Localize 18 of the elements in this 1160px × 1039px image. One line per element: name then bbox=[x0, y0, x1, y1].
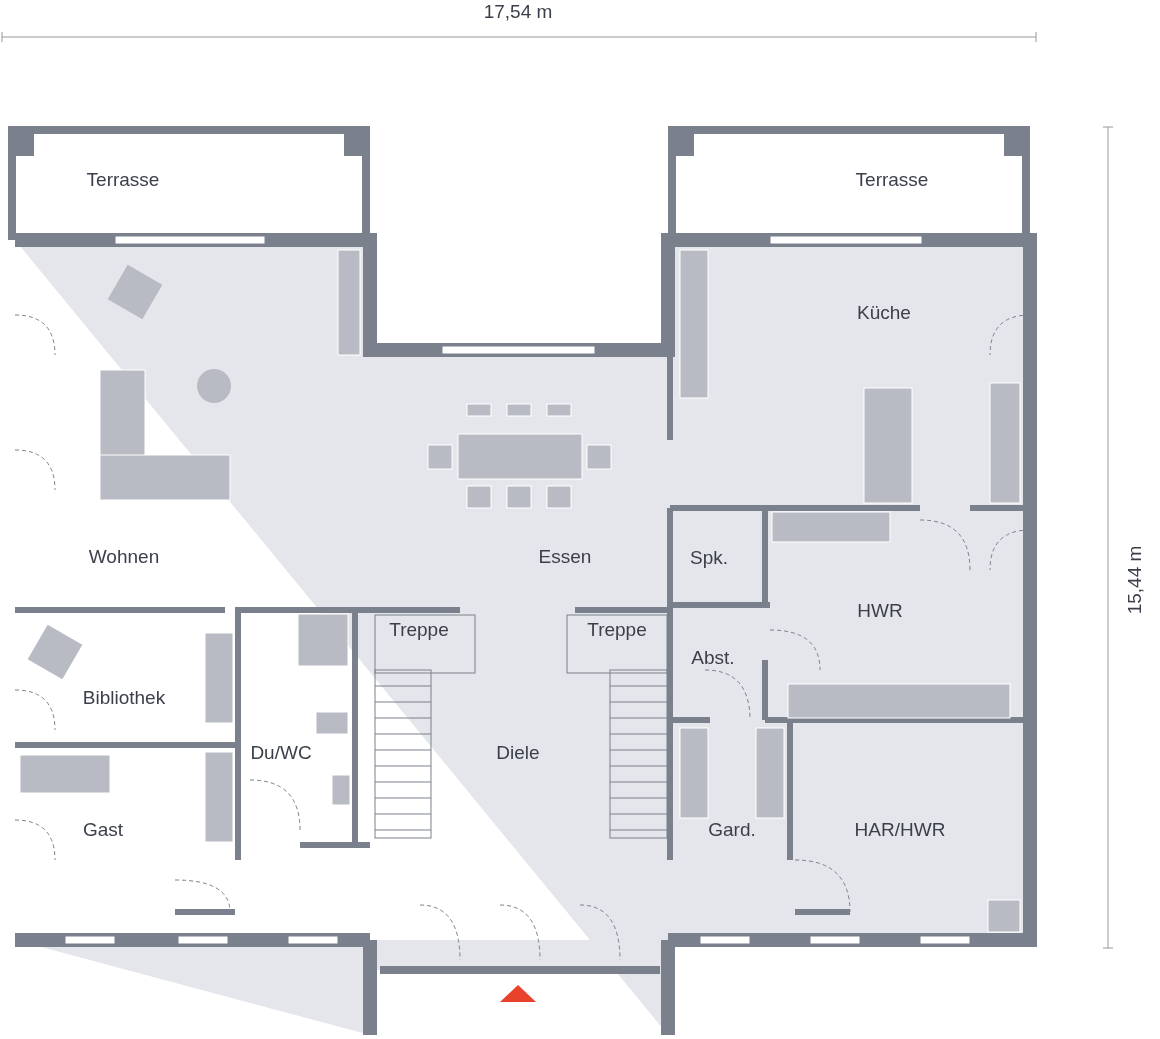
room-label: Essen bbox=[538, 546, 592, 568]
room-label: Gard. bbox=[708, 819, 756, 841]
room-label: Spk. bbox=[690, 547, 728, 569]
dimension-label: 15,44 m bbox=[1124, 545, 1146, 615]
room-label: Küche bbox=[857, 302, 911, 324]
room-label: Abst. bbox=[691, 647, 735, 669]
dimension-label: 17,54 m bbox=[483, 1, 553, 23]
room-label: Terrasse bbox=[855, 169, 929, 191]
room-label: HAR/HWR bbox=[854, 819, 946, 841]
room-label: Gast bbox=[82, 819, 124, 841]
room-label: Wohnen bbox=[88, 546, 160, 568]
room-label: Treppe bbox=[587, 619, 647, 641]
room-label: Du/WC bbox=[250, 742, 312, 764]
room-label: Bibliothek bbox=[82, 687, 166, 709]
room-label: Terrasse bbox=[86, 169, 160, 191]
room-label: Treppe bbox=[389, 619, 449, 641]
room-label: HWR bbox=[857, 600, 903, 622]
room-label: Diele bbox=[496, 742, 540, 764]
